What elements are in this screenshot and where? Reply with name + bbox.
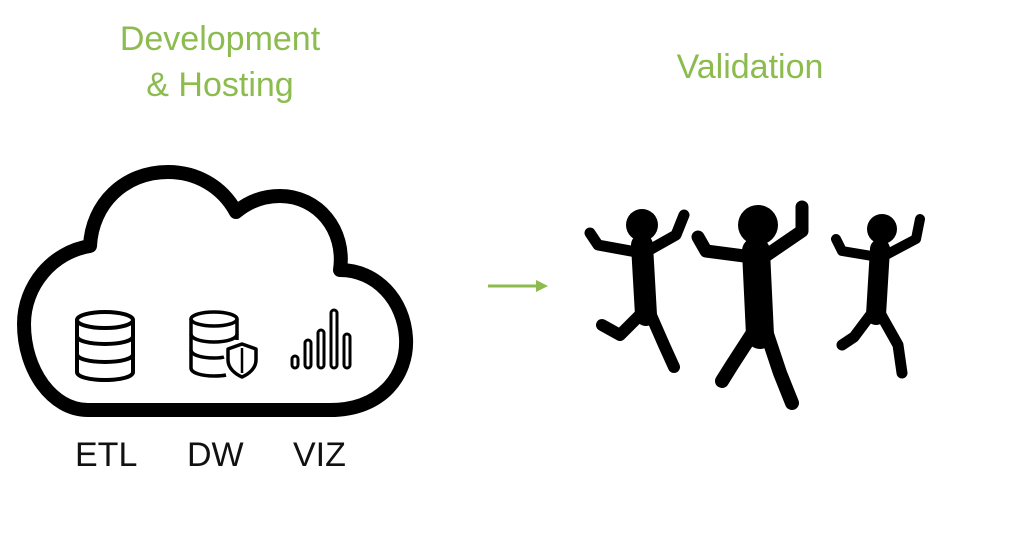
bar-chart-icon [290, 308, 352, 370]
validation-title: Validation [676, 48, 824, 86]
etl-label: ETL [75, 436, 138, 474]
viz-label: VIZ [293, 436, 346, 474]
jumping-person-3 [831, 214, 925, 379]
database-icon [75, 310, 135, 382]
arrow-right-icon [488, 280, 548, 292]
development-hosting-title: Development & Hosting [80, 16, 360, 108]
development-title-line1: Development [119, 20, 321, 58]
database-shield-icon [189, 310, 258, 379]
development-title-line2: & Hosting [146, 66, 294, 104]
jumping-people-icon [584, 200, 925, 410]
jumping-person-1 [584, 209, 690, 373]
jumping-person-2 [691, 200, 809, 410]
dw-label: DW [187, 436, 244, 474]
